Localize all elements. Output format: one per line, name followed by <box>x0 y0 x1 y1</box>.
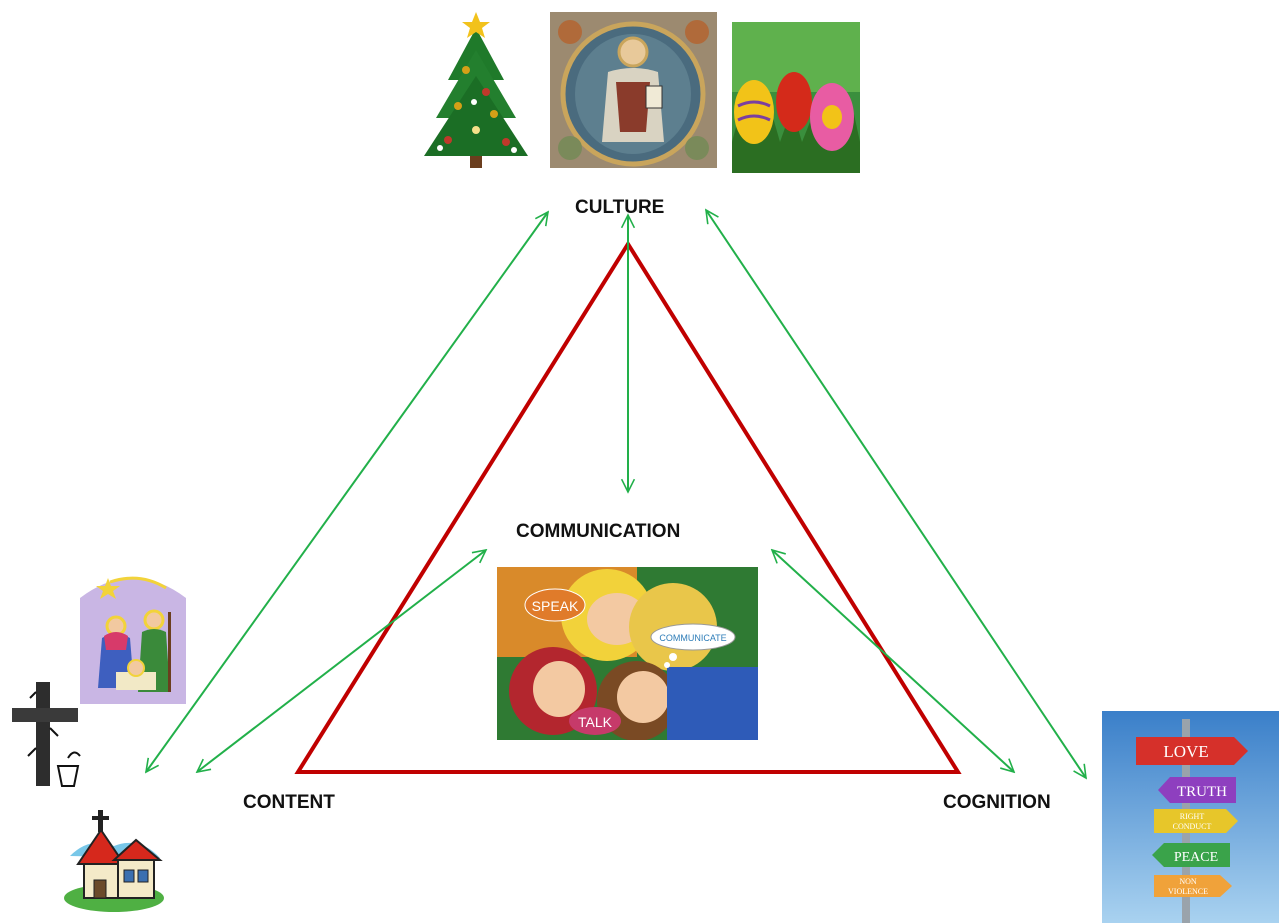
cognition-label: COGNITION <box>943 792 1051 813</box>
nativity-icon <box>80 568 186 704</box>
sign-love: LOVE <box>1163 742 1208 761</box>
arrow-culture-cognition <box>706 210 1086 778</box>
culture-label: CULTURE <box>575 197 665 218</box>
sign-non: NON <box>1179 877 1197 886</box>
sign-truth: TRUTH <box>1177 784 1227 800</box>
communicate-bubble-text: COMMUNICATE <box>659 633 726 643</box>
cross-icon <box>8 678 88 790</box>
arrow-communication-cognition <box>772 550 1014 772</box>
communication-label: COMMUNICATION <box>516 521 681 542</box>
sign-peace: PEACE <box>1174 850 1218 865</box>
sign-right: RIGHT <box>1180 812 1205 821</box>
speak-bubble-text: SPEAK <box>532 598 579 614</box>
easter-eggs-icon <box>732 22 860 173</box>
christmas-tree-icon <box>418 10 534 170</box>
sign-conduct: CONDUCT <box>1173 822 1212 831</box>
arrow-communication-content <box>197 550 486 772</box>
children-talking-icon: SPEAK COMMUNICATE TALK <box>497 567 758 740</box>
christ-pantocrator-fresco-icon <box>550 12 717 168</box>
values-signpost-icon: LOVE TRUTH RIGHT CONDUCT PEACE NON VIOLE… <box>1102 711 1279 923</box>
talk-bubble-text: TALK <box>578 714 613 730</box>
church-icon <box>60 806 168 914</box>
sign-violence: VIOLENCE <box>1168 887 1208 896</box>
arrow-culture-content <box>146 212 548 772</box>
content-label: CONTENT <box>243 792 335 813</box>
